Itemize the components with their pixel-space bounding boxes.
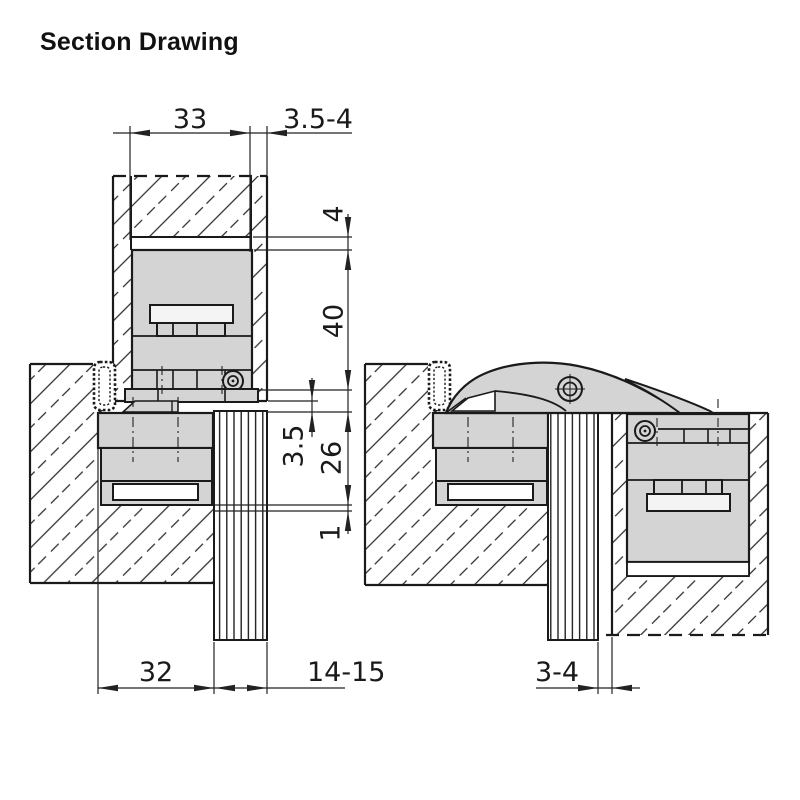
frame-hinge-flap <box>96 397 215 506</box>
cup-flange <box>124 388 259 403</box>
dimension-33 <box>113 126 352 252</box>
dim-label-open-gap: 3-4 <box>535 657 579 688</box>
dimension-labels: 33 3.5-4 4 40 3.5 26 1 32 14-15 3-4 <box>139 104 579 688</box>
dim-label-recess-height: 26 <box>317 441 348 475</box>
dimension-bottom-left <box>97 412 345 694</box>
dimension-right-column <box>214 214 352 534</box>
hinge-cup-closed <box>124 248 259 403</box>
open-position-view <box>363 360 774 641</box>
frame-section <box>28 362 214 585</box>
page-title: Section Drawing <box>40 28 239 56</box>
dim-label-seal-width: 14-15 <box>307 657 385 688</box>
closed-position-view <box>28 174 269 641</box>
frame-gasket <box>92 360 117 412</box>
frame-gasket-open <box>427 360 452 412</box>
seal-strip-open <box>547 410 599 641</box>
dim-label-top-clearance: 4 <box>319 205 350 222</box>
dim-label-door-lip: 3.5-4 <box>283 104 353 135</box>
dim-label-rebate-gap: 3.5 <box>279 425 310 468</box>
hinge-arm <box>444 361 717 415</box>
dim-label-frame-to-seal: 32 <box>139 657 173 688</box>
dimension-layer <box>97 126 640 694</box>
dim-label-flap-step: 1 <box>316 524 347 541</box>
door-leaf-open <box>606 411 774 637</box>
door-leaf-section <box>111 174 269 403</box>
frame-section-open <box>363 362 548 587</box>
hinge-cup-open <box>625 399 751 577</box>
dim-label-mortise-width: 33 <box>173 104 207 135</box>
seal-strip <box>213 410 268 641</box>
dimension-bottom-right <box>536 637 640 694</box>
dim-label-cup-height: 40 <box>319 304 350 338</box>
